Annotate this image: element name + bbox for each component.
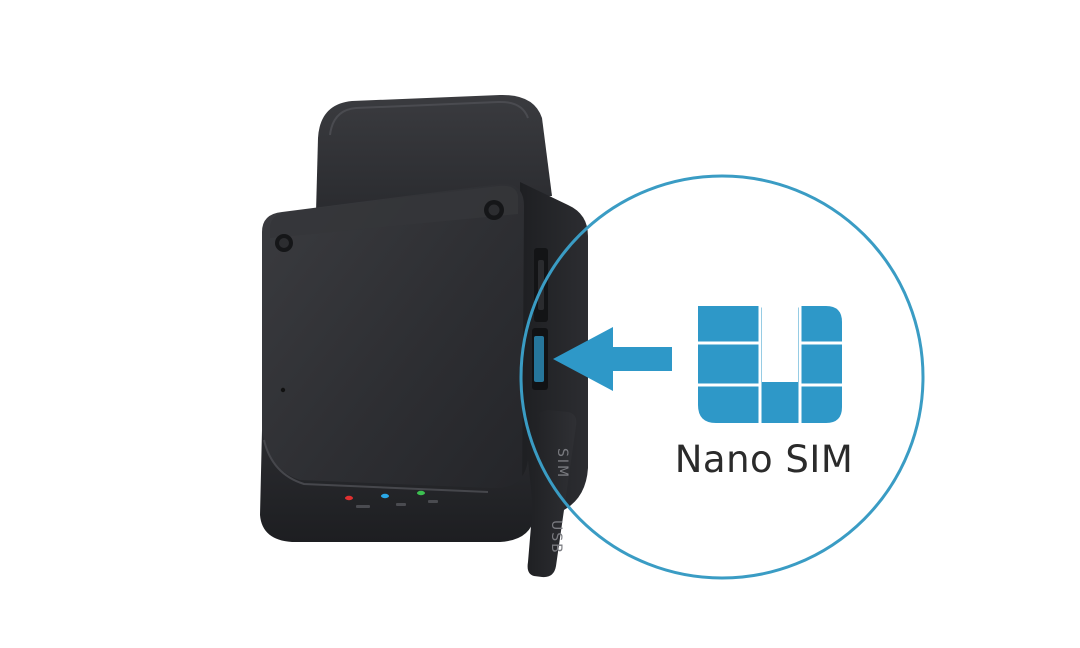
led-red [345, 495, 353, 501]
sim-card-icon [698, 304, 856, 423]
sim-port-label: SIM [554, 448, 570, 479]
device-base [260, 430, 534, 542]
led-marking [356, 505, 370, 508]
sim-caption: Nano SIM [674, 438, 854, 481]
pinhole [280, 387, 286, 393]
port-cover-tab [527, 410, 577, 578]
obd-tracker-device [260, 94, 588, 578]
magnifier-circle [519, 174, 925, 580]
arrow-left-icon [553, 327, 672, 391]
obd-connector-plug [316, 94, 552, 212]
obd-connector-highlight [329, 100, 529, 136]
device-base-edge [263, 439, 489, 493]
led-green [417, 490, 425, 496]
device-front-face [262, 183, 524, 532]
device-shoulder [270, 185, 518, 238]
led-blue [381, 493, 389, 499]
usb-port-label: USB [548, 520, 564, 555]
